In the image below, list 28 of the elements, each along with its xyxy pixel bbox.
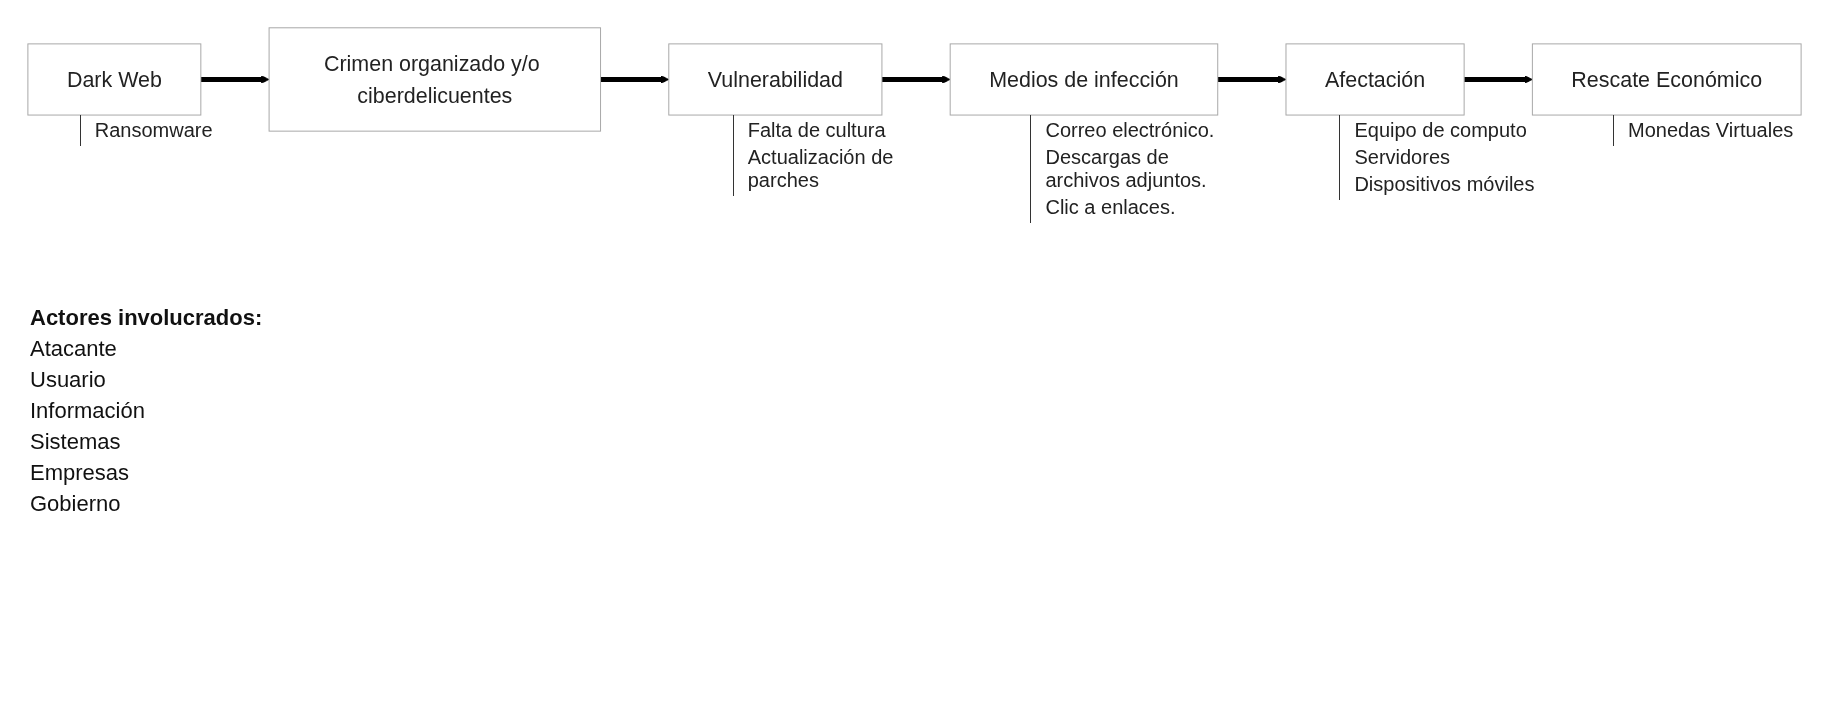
bullet-item: Información [30, 398, 146, 424]
process-box: Dark Web [27, 43, 202, 116]
bullet-item: Empresas [30, 460, 131, 486]
bullet-item: Clic a enlaces. [1045, 196, 1177, 220]
arrow [1464, 75, 1533, 84]
arrow [881, 75, 951, 84]
bullet-item: Usuario [30, 367, 107, 393]
process-box: Rescate Económico [1531, 43, 1802, 116]
bullet-item: Gobierno [30, 491, 122, 517]
bullet-item: Servidores [1354, 146, 1452, 170]
bullet-item: Monedas Virtuales [1628, 119, 1794, 143]
bullet-item: Sistemas [30, 429, 122, 455]
process-box: Afectación [1285, 43, 1465, 116]
list-heading: Actores involucrados: [30, 305, 263, 331]
arrow [200, 75, 270, 84]
bullet-item: Atacante [30, 336, 118, 362]
process-box: Vulnerabilidad [668, 43, 883, 116]
process-box: Medios de infección [949, 43, 1219, 116]
arrow [1217, 75, 1287, 84]
bullet-item: Actualización de parches [747, 146, 895, 193]
bullet-item: Dispositivos móviles [1354, 173, 1535, 197]
bullet-item: Ransomware [94, 119, 213, 143]
arrow [600, 75, 670, 84]
bullet-item: Descargas de archivos adjuntos. [1045, 146, 1208, 193]
bullet-item: Falta de cultura [747, 119, 887, 143]
process-box: Crimen organizado y/o ciberdelicuentes [268, 27, 602, 132]
bullet-item: Equipo de computo [1354, 119, 1528, 143]
bullet-item: Correo electrónico. [1045, 119, 1216, 143]
